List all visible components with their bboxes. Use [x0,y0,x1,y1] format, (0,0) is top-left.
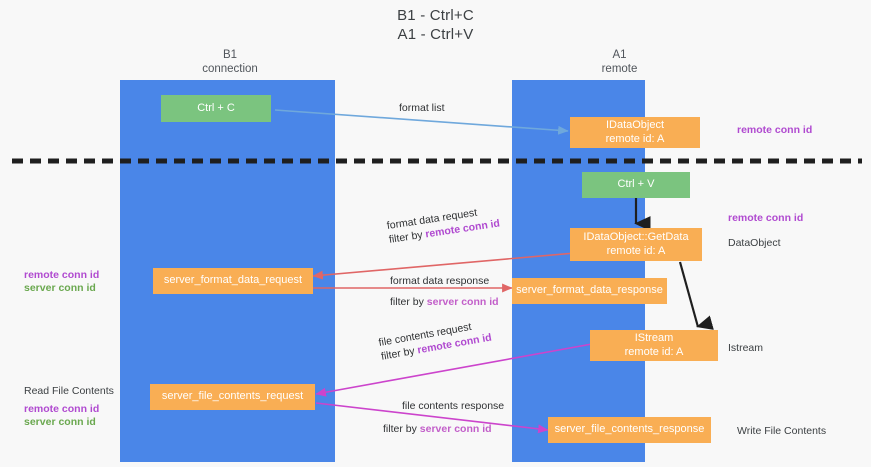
node-server-file-contents-response-label: server_file_contents_response [554,423,705,436]
edge-file-contents-response [315,402,549,434]
node-server-format-data-response[interactable]: server_format_data_response [512,278,667,304]
edge-label-format-data-response-filter: filter by server conn id [390,295,499,309]
title-line-1: B1 - Ctrl+C [397,7,474,24]
node-server-file-contents-request[interactable]: server_file_contents_request [150,384,315,410]
edge-label-file-contents-response-filter: filter by server conn id [383,422,504,436]
node-idataobject-line1: IDataObject [605,119,665,131]
node-ctrl-v-label: Ctrl + V [617,178,655,191]
node-istream-line2: remote id: A [624,345,684,358]
node-getdata-line1: IDataObject::GetData [583,231,689,243]
column-header-a1-sub: remote [601,63,638,75]
edge-getdata-to-istream [678,261,714,330]
annotation-right-remote-conn-id-mid: remote conn id [728,212,804,224]
node-istream-line1: IStream [634,332,674,344]
title-line-2: A1 - Ctrl+V [397,26,474,43]
annotation-left-server-conn-id-2: server conn id [24,416,96,428]
node-server-format-data-request-label: server_format_data_request [163,274,303,287]
edge-label-format-data-response-main: format data response [390,275,490,287]
node-server-file-contents-response[interactable]: server_file_contents_response [548,417,711,443]
node-ctrl-c[interactable]: Ctrl + C [161,95,271,122]
annotation-left-remote-conn-id-1: remote conn id [24,269,100,281]
annotation-right-write-file-contents: Write File Contents [737,425,827,437]
edge-file-contents-request [315,343,593,397]
filter-prefix: filter by [390,296,427,308]
node-ctrl-v[interactable]: Ctrl + V [582,172,690,198]
node-istream[interactable]: IStream remote id: A [590,330,718,361]
edge-label-format-data-response: format data response filter by server co… [390,274,499,309]
node-idataobject-getdata[interactable]: IDataObject::GetData remote id: A [570,228,702,261]
annotation-right-istream: Istream [728,342,764,354]
node-ctrl-c-label: Ctrl + C [197,101,235,114]
node-idataobject-line2: remote id: A [605,132,665,145]
edge-label-file-contents-response: file contents response filter by server … [383,399,504,436]
filter-prefix: filter by [383,423,420,435]
edge-label-file-contents-response-main: file contents response [402,400,505,412]
node-server-format-data-request[interactable]: server_format_data_request [153,268,313,294]
column-header-b1: B1 connection [125,48,335,76]
node-server-format-data-response-label: server_format_data_response [516,284,663,297]
annotation-right-remote-conn-id-top: remote conn id [737,124,813,136]
filter-key-server-conn-id: server conn id [419,423,492,435]
annotation-left-read-file-contents: Read File Contents [24,385,114,397]
column-header-a1: A1 remote [512,48,727,76]
node-idataobject[interactable]: IDataObject remote id: A [570,117,700,148]
column-header-b1-sub: connection [202,63,258,75]
column-header-b1-name: B1 [222,49,238,61]
node-server-file-contents-request-label: server_file_contents_request [161,390,304,403]
annotation-right-dataobject: DataObject [728,237,781,249]
node-getdata-line2: remote id: A [606,244,666,257]
annotation-left-remote-conn-id-2: remote conn id [24,403,100,415]
edge-format-data-request [312,252,576,280]
annotation-left-server-conn-id-1: server conn id [24,282,96,294]
filter-key-server-conn-id: server conn id [426,296,499,308]
column-header-a1-name: A1 [612,49,627,61]
edge-format-list [274,109,569,135]
edge-label-format-list: format list [399,102,445,114]
diagram-title: B1 - Ctrl+C A1 - Ctrl+V [0,6,871,44]
